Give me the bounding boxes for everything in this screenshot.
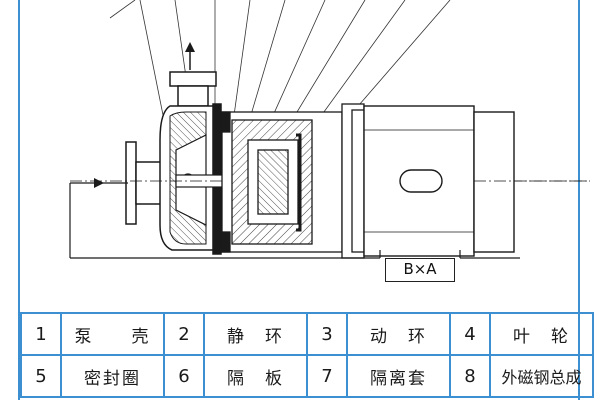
part-number: 1: [20, 312, 62, 356]
bearing-bracket: [341, 103, 365, 259]
inlet-pipe: [70, 141, 175, 225]
part-name: 隔离套: [346, 354, 451, 398]
legend-row: 1 泵 壳 2 静 环 3 动 环 4 叶 轮: [20, 312, 594, 356]
pump-cross-section: [69, 0, 590, 259]
part-name: 静 环: [203, 312, 308, 356]
dimension-label: B×A: [385, 258, 455, 282]
part-name: 外磁钢总成: [489, 354, 594, 398]
part-name: 动 环: [346, 312, 451, 356]
blue-frame: [18, 0, 580, 400]
legend-row: 5 密封圈 6 隔 板 7 隔离套 8 外磁钢总成: [20, 354, 594, 398]
part-number: 8: [449, 354, 491, 398]
part-name: 密封圈: [60, 354, 165, 398]
parts-legend: 1 泵 壳 2 静 环 3 动 环 4 叶 轮 5 密封圈 6 隔 板 7 隔离…: [20, 312, 594, 398]
part-name: 叶 轮: [489, 312, 594, 356]
part-number: 7: [306, 354, 348, 398]
magnet-assembly: [221, 111, 343, 253]
part-number: 4: [449, 312, 491, 356]
part-number: 6: [163, 354, 205, 398]
part-name: 泵 壳: [60, 312, 165, 356]
part-number: 5: [20, 354, 62, 398]
part-number: 3: [306, 312, 348, 356]
part-name: 隔 板: [203, 354, 308, 398]
base-outline: [69, 183, 520, 259]
outlet-pipe: [169, 42, 217, 107]
part-number: 2: [163, 312, 205, 356]
motor: [363, 105, 590, 257]
